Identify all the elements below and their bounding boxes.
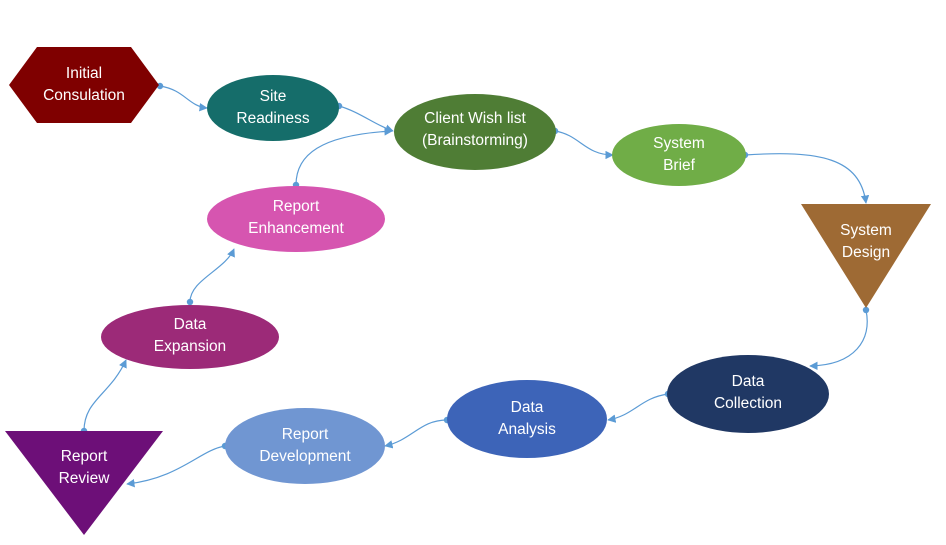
connector-dot-design — [862, 306, 870, 314]
connector-brief-to-design — [744, 153, 870, 204]
connector-dot-expansion — [186, 298, 194, 306]
node-review-label-line-2: Review — [59, 470, 111, 487]
node-enhancement-shape — [207, 186, 385, 252]
node-wish-label-line-1: Client Wish list — [424, 110, 526, 127]
connector-design-to-collection — [809, 309, 868, 371]
node-review-label-line-1: Report — [61, 448, 108, 465]
node-brief-label-line-1: System — [653, 135, 705, 152]
connector-initial-to-site — [159, 85, 208, 112]
node-brief-shape — [612, 124, 746, 186]
node-wish: Client Wish list (Brainstorming) — [394, 94, 556, 170]
node-expansion-shape — [101, 305, 279, 369]
node-development-shape — [225, 408, 385, 484]
connector-review-to-expansion — [83, 359, 127, 432]
node-wish-label-line-2: (Brainstorming) — [422, 132, 528, 149]
node-initial-shape — [9, 47, 159, 123]
node-analysis-label-line-1: Data — [511, 399, 544, 416]
node-collection-shape — [667, 355, 829, 433]
node-enhancement-label-line-2: Enhancement — [248, 220, 344, 237]
node-design-shape — [801, 204, 931, 308]
node-analysis-shape — [447, 380, 607, 458]
node-site-shape — [207, 75, 339, 141]
node-collection-label-line-2: Collection — [714, 395, 782, 412]
node-site-label-line-1: Site — [260, 88, 287, 105]
node-expansion-label-line-1: Data — [174, 316, 207, 333]
node-review-shape — [5, 431, 163, 535]
node-design-label-line-1: System — [840, 222, 892, 239]
node-development-label-line-2: Development — [259, 448, 351, 465]
node-initial-label-line-2: Consulation — [43, 87, 125, 104]
node-initial-label-line-1: Initial — [66, 65, 102, 82]
node-wish-shape — [394, 94, 556, 170]
node-brief-label-line-2: Brief — [663, 157, 696, 174]
node-design-label-line-2: Design — [842, 244, 890, 261]
connector-development-to-review — [126, 445, 226, 488]
connector-enhancement-to-wish — [295, 127, 393, 186]
connector-analysis-to-development — [384, 419, 448, 449]
connectors — [80, 82, 870, 488]
connector-site-to-wish — [338, 105, 394, 133]
node-site-label-line-2: Readiness — [236, 110, 309, 127]
connector-wish-to-brief — [554, 130, 614, 160]
node-enhancement-label-line-1: Report — [273, 198, 320, 215]
node-collection-label-line-1: Data — [732, 373, 765, 390]
connector-expansion-to-enhancement — [189, 248, 235, 303]
node-expansion-label-line-2: Expansion — [154, 338, 226, 355]
node-analysis-label-line-2: Analysis — [498, 421, 556, 438]
connector-collection-to-analysis — [607, 393, 669, 423]
node-development-label-line-1: Report — [282, 426, 329, 443]
